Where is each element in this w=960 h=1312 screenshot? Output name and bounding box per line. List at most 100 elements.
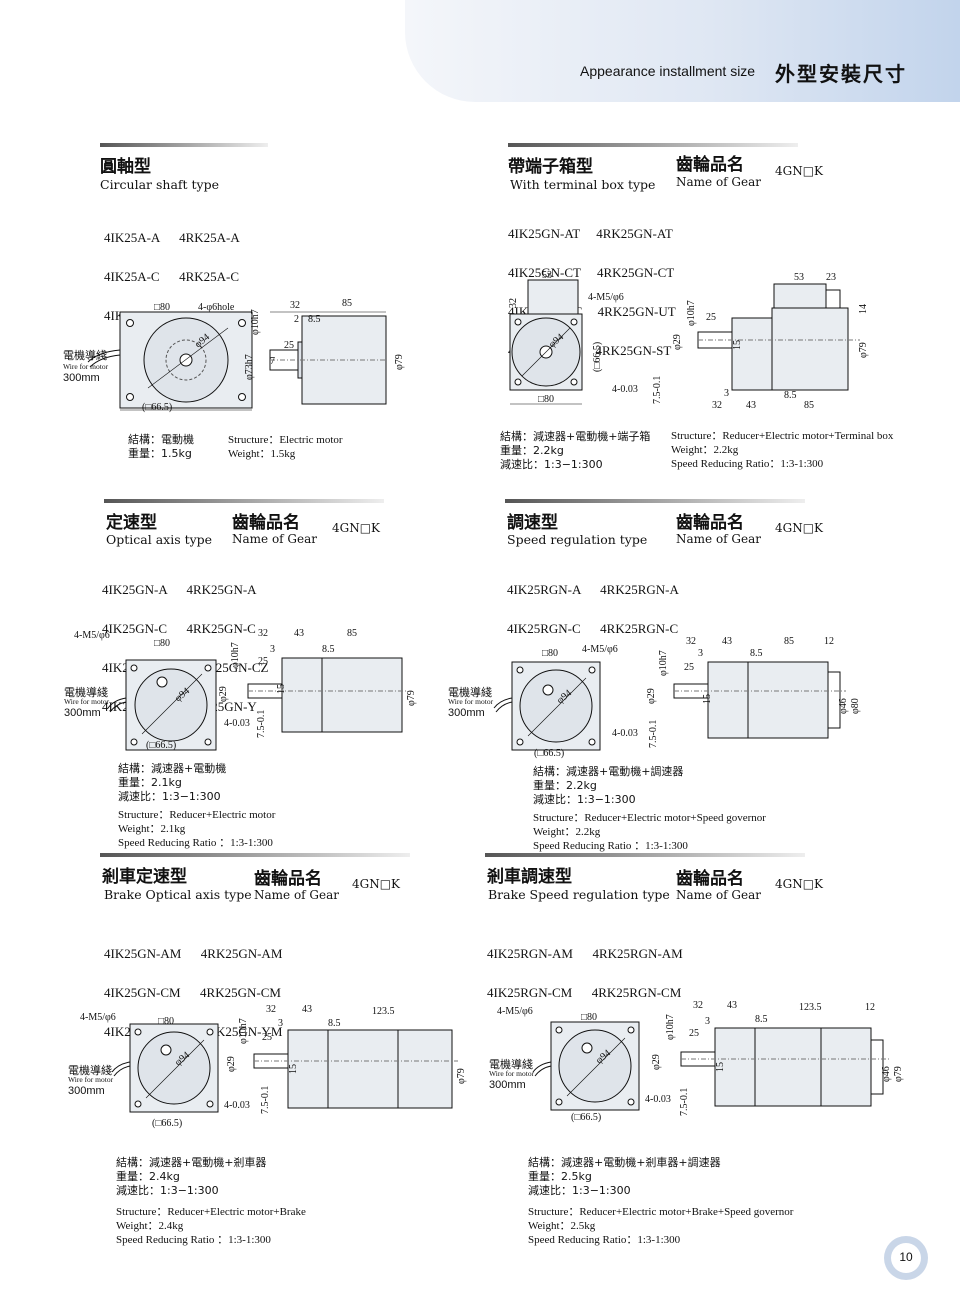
wire-length: 300mm <box>63 372 100 384</box>
dim-label: φ10h7 <box>658 650 669 676</box>
spec-line: Structure：Reducer+Electric motor+Brake+S… <box>528 1206 794 1218</box>
header-title-en: Appearance installment size <box>580 63 756 79</box>
dim-label: φ73h7 <box>244 354 255 380</box>
model-list: 4IK25RGN-A 4RK25RGN-A 4IK25RGN-C 4RK25RG… <box>507 557 679 648</box>
spec-line: Weight：2.5kg <box>528 1220 596 1232</box>
wire-label-en: Wire for motor <box>64 697 110 706</box>
dimension-drawing: 電機導綫 Wire for motor 300mm 4-M5/φ6 □80 φ9… <box>66 1000 476 1130</box>
dim-label: 43 <box>727 1000 737 1011</box>
dim-label: 23 <box>826 272 836 283</box>
dim-label: 53 <box>542 270 552 281</box>
section-rule <box>485 853 805 857</box>
gear-title-cn: 齒輪品名 <box>676 513 744 533</box>
spec-line: 減速比：1:3−1:300 <box>118 790 221 803</box>
spec-en: Structure：Reducer+Electric motor+Brake W… <box>116 1205 306 1247</box>
wire-label-en: Wire for motor <box>68 1075 114 1084</box>
model-list: 4IK25GN-AM 4RK25GN-AM 4IK25GN-CM 4RK25GN… <box>104 921 282 1051</box>
dim-label: (□66.5) <box>534 748 564 759</box>
wire-label-en: Wire for motor <box>448 697 494 706</box>
spec-line: Structure：Electric motor <box>228 434 343 446</box>
dim-label: 53 <box>794 272 804 283</box>
dim-label: φ79 <box>893 1066 904 1082</box>
dim-label: φ29 <box>226 1056 237 1072</box>
spec-line: 重量：2.4kg <box>116 1170 180 1183</box>
model-row: 4IK25GN-AM 4RK25GN-AM <box>104 946 283 961</box>
dim-label: 7 <box>270 356 275 367</box>
spec-line: 重量：2.2kg <box>533 779 597 792</box>
model-row: 4IK25GN-CT 4RK25GN-CT <box>508 265 675 280</box>
section-title-en: Speed regulation type <box>507 532 648 547</box>
dim-label: φ10h7 <box>250 309 261 335</box>
dim-label: 7.5-0.1 <box>260 1086 271 1114</box>
dim-label: 32 <box>693 1000 703 1011</box>
dim-label: 85 <box>342 298 352 309</box>
dim-label: 4-M5/φ6 <box>588 292 624 303</box>
dim-label: 32 <box>686 636 696 647</box>
dim-label: 2 <box>294 314 299 325</box>
gear-title-en: Name of Gear <box>254 888 340 902</box>
spec-line: 結構：減速器+電動機 <box>118 762 227 775</box>
header-title-cn: 外型安裝尺寸 <box>775 62 907 86</box>
spec-line: Weight：2.1kg <box>118 823 186 835</box>
dim-label: (□66.5) <box>592 342 603 372</box>
page-number: 10 <box>899 1250 913 1264</box>
spec-en: Structure：Reducer+Electric motor+Speed g… <box>533 811 766 853</box>
dim-label: 4-M5/φ6 <box>582 644 618 655</box>
spec-cn: 結構：減速器+電動機+端子箱 重量：2.2kg 減速比：1:3−1:300 <box>500 430 650 472</box>
dim-label: φ29 <box>672 334 683 350</box>
dim-label: 4-M5/φ6 <box>74 630 110 641</box>
spec-cn: 結構：電動機 重量：1.5kg <box>128 433 194 461</box>
dim-label: 85 <box>784 636 794 647</box>
dim-label: 4-M5/φ6 <box>497 1006 533 1017</box>
dim-label: 25 <box>258 656 268 667</box>
section-rule <box>100 143 268 147</box>
spec-en: Structure：Reducer+Electric motor+Termina… <box>671 429 893 471</box>
dim-label: 32 <box>258 628 268 639</box>
dim-label: φ10h7 <box>665 1014 676 1040</box>
dim-label: □80 <box>154 638 170 649</box>
dim-label: 85 <box>347 628 357 639</box>
dim-label: 4-M5/φ6 <box>80 1012 116 1023</box>
spec-line: 重量：1.5kg <box>128 447 192 460</box>
dimension-drawing: 電機導綫 Wire for motor 300mm □80 4-M5/φ6 φ9… <box>446 632 866 762</box>
model-row: 4IK25GN-AT 4RK25GN-AT <box>508 226 673 241</box>
dim-label: φ29 <box>651 1054 662 1070</box>
model-row: 4IK25A-A 4RK25A-A <box>104 230 240 245</box>
dim-label: 4-0.03 <box>612 384 638 395</box>
dim-label: φ10h7 <box>686 300 697 326</box>
dim-label: 4-0.03 <box>224 1100 250 1111</box>
dim-label: 4-0.03 <box>645 1094 671 1105</box>
wire-length: 300mm <box>489 1079 526 1091</box>
spec-cn: 結構：減速器+電動機 重量：2.1kg 減速比：1:3−1:300 <box>118 762 226 804</box>
dim-label: 8.5 <box>755 1014 768 1025</box>
gear-code: 4GN□K <box>332 521 381 535</box>
dimension-drawing: 53 32 4-M5/φ6 φ94 (□66.5) □80 53 23 14 φ… <box>500 268 885 413</box>
section-title-cn: 剎車定速型 <box>102 867 187 887</box>
dim-label: 7.5-0.1 <box>679 1088 690 1116</box>
dim-label: 25 <box>689 1028 699 1039</box>
dim-label: □80 <box>158 1016 174 1027</box>
drawing-svg: 53 32 4-M5/φ6 φ94 (□66.5) □80 53 23 14 φ… <box>508 270 869 411</box>
gear-code: 4GN□K <box>775 877 824 891</box>
dim-label: 85 <box>804 400 814 411</box>
gear-title-cn: 齒輪品名 <box>254 869 322 889</box>
section-title-cn: 調速型 <box>507 513 558 533</box>
model-row: 4IK25RGN-CM 4RK25RGN-CM <box>487 985 682 1000</box>
dimension-drawing: 電機導綫 Wire for motor 300mm 4-M5/φ6 □80 φ9… <box>487 1000 907 1130</box>
dim-label: 12 <box>865 1002 875 1013</box>
dim-label: 8.5 <box>784 390 797 401</box>
section-rule <box>104 499 384 503</box>
dim-label: 32 <box>266 1004 276 1015</box>
model-row: 4IK25GN-A 4RK25GN-A <box>102 582 257 597</box>
dim-label: 43 <box>722 636 732 647</box>
dimension-drawing: 電機導綫 Wire for motor 300mm □80 4-φ6hole φ… <box>58 290 418 420</box>
spec-line: 重量：2.1kg <box>118 776 182 789</box>
dim-label: φ79 <box>456 1068 467 1084</box>
drawing-svg: 電機導綫 Wire for motor 300mm 4-M5/φ6 □80 φ9… <box>489 1000 904 1123</box>
dim-label: 3 <box>705 1016 710 1027</box>
dim-label: 25 <box>284 340 294 351</box>
dim-label: □80 <box>538 394 554 405</box>
dim-label: 15 <box>288 1064 299 1074</box>
dim-label: 25 <box>262 1032 272 1043</box>
spec-en: Structure：Reducer+Electric motor+Brake+S… <box>528 1205 793 1247</box>
